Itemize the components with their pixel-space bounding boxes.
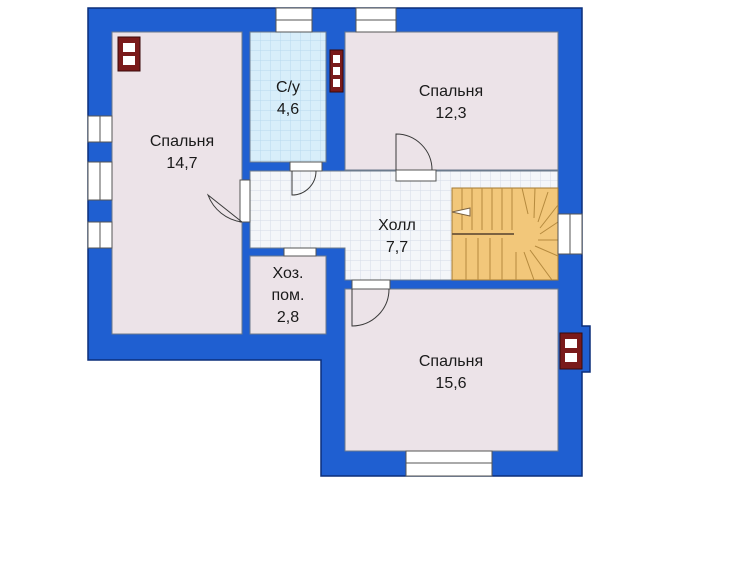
windows	[87, 7, 583, 477]
bathroom-floor	[249, 31, 327, 163]
bedroom-left-area: 14,7	[166, 155, 197, 172]
window-icon	[355, 7, 397, 33]
window-icon	[405, 450, 493, 477]
bathroom-area: 4,6	[277, 101, 299, 118]
door-swing-icon	[395, 133, 437, 182]
utility-name-line1: Хоз.	[273, 265, 304, 282]
bathroom-name: С/у	[276, 79, 300, 96]
bedroom-top-right-name: Спальня	[419, 83, 483, 100]
chimney-icon	[559, 332, 583, 370]
hall-area: 7,7	[386, 239, 408, 256]
door-swing-icon	[206, 179, 251, 223]
bedroom-bottom-name: Спальня	[419, 353, 483, 370]
doors	[206, 133, 437, 327]
window-icon	[87, 115, 113, 143]
staircase-icon	[451, 187, 559, 281]
door-swing-icon	[289, 161, 323, 196]
chimney-icon	[329, 49, 344, 93]
bedroom-bottom-area: 15,6	[435, 375, 466, 392]
hall-name: Холл	[378, 217, 416, 234]
window-icon	[87, 221, 113, 249]
window-icon	[275, 7, 313, 33]
bedroom-left-floor	[111, 31, 243, 335]
bedroom-bottom-floor	[344, 288, 559, 452]
window-icon	[87, 161, 113, 201]
door-swing-icon	[283, 247, 317, 257]
bedroom-top-right-floor	[344, 31, 559, 171]
utility-area: 2,8	[277, 309, 299, 326]
room-labels: Спальня 14,7 С/у 4,6 Спальня 12,3 Холл 7…	[150, 79, 483, 392]
rooms	[111, 31, 559, 452]
chimney-icon	[117, 36, 141, 72]
bedroom-left-name: Спальня	[150, 133, 214, 150]
door-swing-icon	[351, 279, 391, 327]
window-icon	[557, 213, 583, 255]
bedroom-top-right-area: 12,3	[435, 105, 466, 122]
utility-floor	[249, 255, 327, 335]
utility-name-line2: пом.	[271, 287, 304, 304]
chimneys	[117, 36, 583, 370]
